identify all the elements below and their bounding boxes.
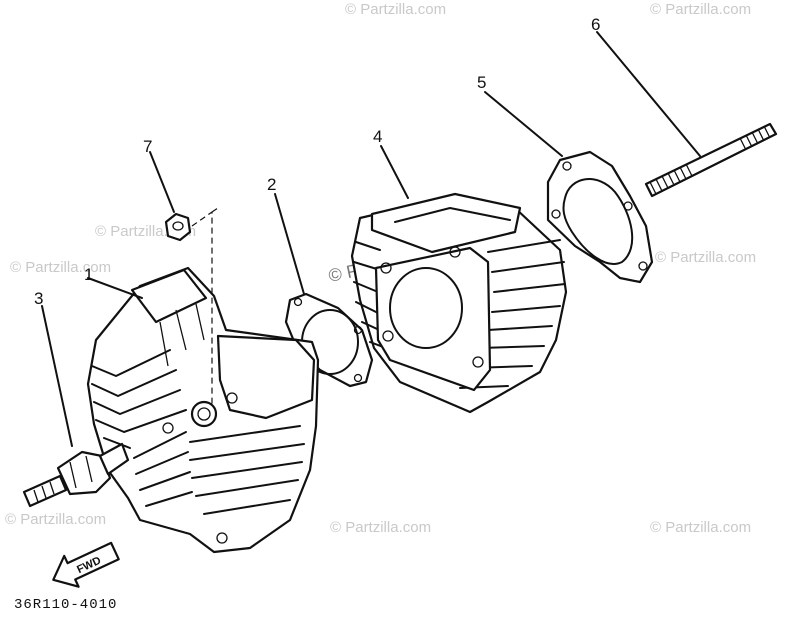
leader-lines [41, 31, 701, 447]
watermark: © Partzilla.com [10, 259, 111, 276]
cylinder-head-part [86, 266, 320, 554]
callout-label-2: 2 [267, 175, 276, 194]
watermark: © Partzilla.com [5, 511, 106, 528]
watermark: © Partzilla.com [650, 519, 751, 536]
nut-part [164, 212, 192, 242]
diagram-code: 36R110-4010 [14, 597, 117, 613]
cylinder-part [350, 192, 568, 414]
fwd-arrow: FWD [52, 541, 120, 588]
callout-label-5: 5 [477, 73, 486, 92]
watermark: © Partzilla.com [650, 1, 751, 18]
watermark: © Partzilla.com [330, 519, 431, 536]
watermark: © Partzilla.com [655, 249, 756, 266]
base-gasket-part [546, 150, 654, 284]
callout-label-1: 1 [84, 265, 93, 284]
callout-labels: 1 2 3 4 5 6 7 [34, 15, 600, 308]
callout-label-7: 7 [143, 137, 152, 156]
callout-label-3: 3 [34, 289, 43, 308]
callout-label-4: 4 [373, 127, 382, 146]
watermark: © Partzilla.com [345, 1, 446, 18]
stud-bolt-part [644, 122, 778, 198]
callout-label-6: 6 [591, 15, 600, 34]
spark-plug-part [22, 442, 130, 508]
